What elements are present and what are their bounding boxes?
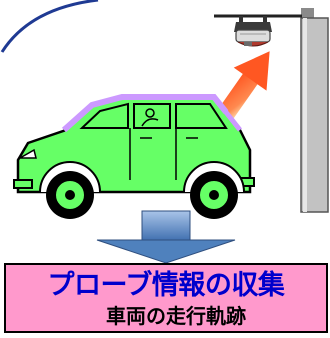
caption-subtitle: 車両の走行軌跡 — [106, 304, 246, 328]
roadside-sensor-icon — [234, 16, 272, 47]
caption-title: プローブ情報の収集 — [47, 270, 285, 301]
car-icon — [13, 94, 255, 219]
decorative-arc — [0, 0, 99, 53]
down-arrow-icon — [96, 210, 236, 264]
utility-pole-icon — [214, 8, 329, 213]
caption-box: プローブ情報の収集 車両の走行軌跡 — [4, 263, 328, 333]
